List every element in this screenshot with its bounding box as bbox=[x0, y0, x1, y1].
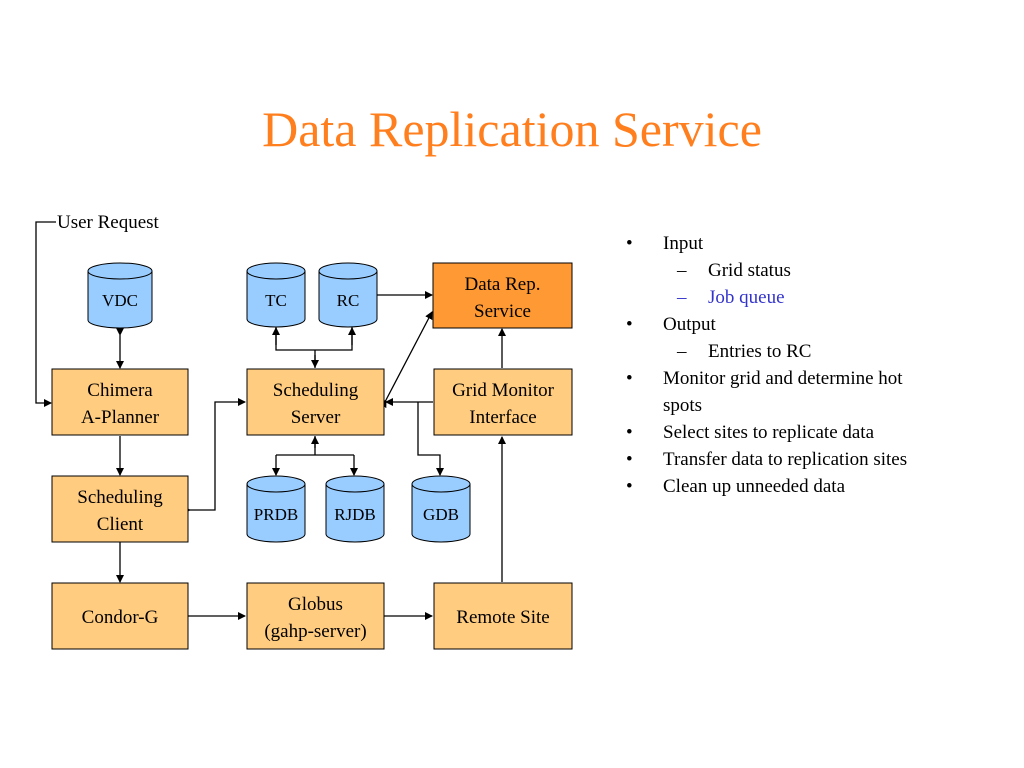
svg-text:Remote Site: Remote Site bbox=[456, 607, 549, 628]
connector-client-server bbox=[183, 398, 246, 514]
box-data-rep-service: Data Rep. Service bbox=[432, 262, 573, 329]
db-rjdb: RJDB bbox=[325, 475, 385, 543]
svg-text:GDB: GDB bbox=[423, 505, 459, 524]
connector-user-request bbox=[35, 221, 56, 407]
bullet-transfer-data: Transfer data to replication sites bbox=[622, 446, 942, 473]
bullet-job-queue: Job queue bbox=[622, 284, 942, 311]
db-gdb: GDB bbox=[411, 475, 471, 543]
bullet-input: Input bbox=[622, 230, 942, 257]
box-chimera: Chimera A-Planner bbox=[51, 368, 189, 436]
box-globus: Globus (gahp-server) bbox=[246, 582, 385, 650]
connector-server-datarep bbox=[379, 311, 433, 409]
svg-text:PRDB: PRDB bbox=[254, 505, 298, 524]
svg-text:Scheduling: Scheduling bbox=[77, 487, 163, 508]
db-tc: TC bbox=[246, 262, 306, 328]
user-request-label: User Request bbox=[57, 212, 160, 233]
svg-text:TC: TC bbox=[265, 291, 287, 310]
page-title: Data Replication Service bbox=[262, 101, 762, 157]
db-rc: RC bbox=[318, 262, 378, 328]
svg-text:Globus: Globus bbox=[288, 594, 343, 615]
svg-text:Scheduling: Scheduling bbox=[273, 380, 359, 401]
svg-text:Client: Client bbox=[97, 514, 144, 535]
connector-server-tc-rc bbox=[275, 327, 353, 368]
bullet-entries-to-rc: Entries to RC bbox=[622, 338, 942, 365]
svg-text:RJDB: RJDB bbox=[334, 505, 376, 524]
connector-monitor-gdb bbox=[417, 402, 444, 476]
svg-text:Interface: Interface bbox=[469, 407, 537, 428]
svg-text:Data Rep.: Data Rep. bbox=[465, 274, 541, 295]
svg-text:(gahp-server): (gahp-server) bbox=[264, 621, 366, 642]
db-vdc: VDC bbox=[87, 262, 153, 329]
svg-text:A-Planner: A-Planner bbox=[81, 407, 160, 428]
svg-text:Condor-G: Condor-G bbox=[82, 607, 159, 628]
db-prdb: PRDB bbox=[246, 475, 306, 543]
bullet-list: Input Grid status Job queue Output Entri… bbox=[622, 230, 942, 500]
box-grid-monitor: Grid Monitor Interface bbox=[433, 368, 573, 436]
svg-text:RC: RC bbox=[337, 291, 360, 310]
connectors bbox=[35, 221, 506, 620]
svg-text:Chimera: Chimera bbox=[87, 380, 153, 401]
box-scheduling-server: Scheduling Server bbox=[246, 368, 385, 436]
bullet-grid-status: Grid status bbox=[622, 257, 942, 284]
svg-text:Service: Service bbox=[474, 301, 531, 322]
box-scheduling-client: Scheduling Client bbox=[51, 475, 189, 543]
svg-text:VDC: VDC bbox=[102, 291, 138, 310]
bullet-output: Output bbox=[622, 311, 942, 338]
bullet-clean-up: Clean up unneeded data bbox=[622, 473, 942, 500]
bullet-select-sites: Select sites to replicate data bbox=[622, 419, 942, 446]
svg-text:Grid Monitor: Grid Monitor bbox=[452, 380, 555, 401]
svg-text:Server: Server bbox=[291, 407, 341, 428]
bullet-monitor-grid: Monitor grid and determine hot spots bbox=[622, 365, 942, 419]
box-remote-site: Remote Site bbox=[433, 582, 573, 650]
box-condor-g: Condor-G bbox=[51, 582, 189, 650]
